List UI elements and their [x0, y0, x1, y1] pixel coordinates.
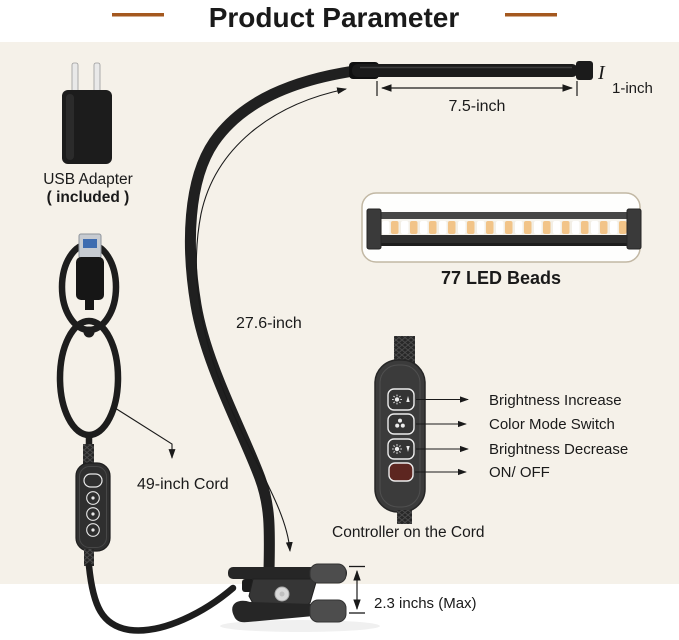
- button-label-power: ON/ OFF: [489, 464, 550, 481]
- usb-plug-body: [76, 257, 104, 300]
- adapter-prong-icon: [93, 62, 101, 93]
- dimension-clamp-opening: 2.3 inchs (Max): [349, 565, 477, 614]
- adapter-prong-icon: [71, 62, 79, 93]
- adapter-body: [62, 90, 112, 164]
- brightness-increase-icon: [392, 394, 410, 405]
- braided-cord-stub: [83, 444, 94, 465]
- title-dash-right-icon: [505, 13, 557, 17]
- clamp-opening-label: 2.3 inchs (Max): [374, 595, 477, 612]
- led-strip-panel: 77 LED Beads: [361, 192, 642, 288]
- brightness-decrease-icon: [392, 444, 410, 454]
- braided-cord-stub: [84, 549, 94, 566]
- led-bottom-edge: [380, 243, 628, 246]
- clamp: [220, 563, 380, 632]
- usb-cable: [56, 233, 122, 448]
- inline-controller-edge: [79, 466, 107, 548]
- adapter-label-line1: USB Adapter: [43, 171, 133, 188]
- color-mode-icon: [395, 418, 405, 428]
- cable-knot: [83, 326, 95, 338]
- controller-edge: [379, 364, 421, 508]
- controller-detail: Brightness Increase Color Mode Switch Br…: [332, 336, 628, 541]
- inline-button-glyph-icon: [91, 512, 95, 516]
- controller-caption: Controller on the Cord: [332, 524, 485, 541]
- head-bar: [352, 64, 578, 77]
- led-bottom-rail: [380, 235, 628, 244]
- usb-plug-neck: [85, 299, 94, 310]
- adapter-label-line2: ( included ): [47, 189, 130, 206]
- clamp-pivot-center: [279, 591, 285, 597]
- button-label-color-mode: Color Mode Switch: [489, 416, 615, 433]
- head-end-cap: [576, 61, 593, 80]
- inline-button-glyph-icon: [91, 496, 95, 500]
- inline-button-glyph-icon: [91, 528, 95, 532]
- leader-line: [114, 407, 176, 459]
- dim-curve: [195, 87, 347, 552]
- led-end-cap: [626, 208, 642, 250]
- head-width-label: 1-inch: [612, 80, 653, 97]
- header: Product Parameter: [112, 2, 557, 33]
- inline-power-button: [83, 473, 103, 488]
- gooseneck-length-label: 27.6-inch: [236, 315, 302, 332]
- dimension-head-length: 7.5-inch: [376, 81, 578, 115]
- dimension-gooseneck: 27.6-inch: [195, 87, 347, 552]
- dimension-cord-length: 49-inch Cord: [114, 407, 229, 493]
- button-label-brightness-decrease: Brightness Decrease: [489, 441, 628, 458]
- head-width-symbol: I: [597, 62, 606, 84]
- clamp-shadow: [220, 620, 380, 632]
- led-beads-row: [381, 221, 627, 234]
- clamp-bottom-jaw: [232, 600, 314, 623]
- clamp-pad-bottom: [309, 599, 347, 623]
- usb-plug-tongue-icon: [83, 239, 97, 248]
- button-label-brightness-increase: Brightness Increase: [489, 392, 622, 409]
- led-top-rail: [380, 212, 628, 220]
- braided-cord-stub: [397, 510, 412, 524]
- cord-to-clamp: [85, 562, 237, 634]
- gooseneck: [184, 65, 360, 577]
- page-title: Product Parameter: [209, 2, 460, 33]
- adapter-highlight: [66, 94, 74, 160]
- led-end-cap: [366, 208, 382, 250]
- controller-body: [374, 359, 426, 513]
- inline-controller: [75, 444, 111, 566]
- dimension-head-width: I 1-inch: [597, 62, 653, 97]
- head-length-label: 7.5-inch: [449, 98, 506, 115]
- cord-length-label: 49-inch Cord: [137, 476, 229, 493]
- clamp-pad-top: [309, 563, 347, 584]
- led-beads-label: 77 LED Beads: [441, 268, 561, 288]
- braided-cord-stub: [394, 336, 415, 364]
- lamp-head: [349, 61, 593, 80]
- power-button: [388, 462, 414, 482]
- title-dash-left-icon: [112, 13, 164, 17]
- usb-adapter: USB Adapter ( included ): [43, 62, 133, 206]
